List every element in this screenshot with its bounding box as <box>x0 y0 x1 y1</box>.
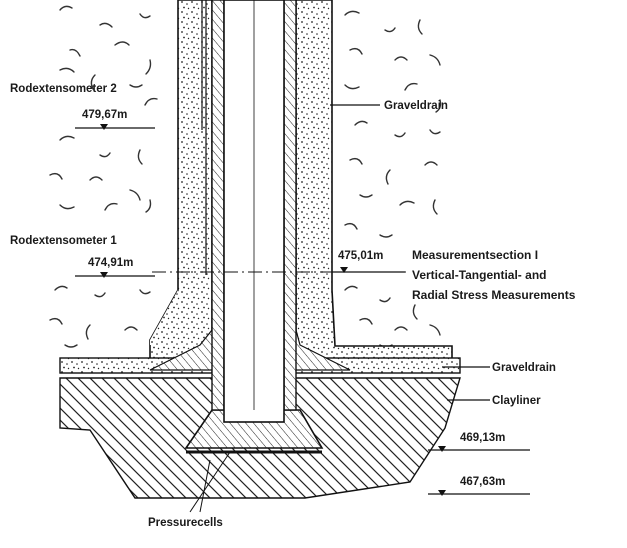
level1-marker <box>438 446 446 452</box>
rod1-elevation: 474,91m <box>88 257 133 269</box>
rod2-elevation: 479,67m <box>82 109 127 121</box>
shaft-wall-left <box>211 0 225 411</box>
rodextensometer-2-label: Rodextensometer 2 <box>10 83 117 95</box>
shaft-wall-right <box>283 0 297 411</box>
section-marker <box>340 267 348 273</box>
measurement-section-line3: Radial Stress Measurements <box>412 288 576 302</box>
rodextensometer-1-label: Rodextensometer 1 <box>10 235 117 247</box>
rock-texture <box>49 5 442 348</box>
rod1-marker <box>100 272 108 278</box>
level1-elevation: 469,13m <box>460 432 505 444</box>
measurement-section-line2: Vertical-Tangential- and <box>412 268 546 282</box>
gravel-wing-left <box>150 290 178 345</box>
measurement-section-line1: Measurementsection I <box>412 248 538 262</box>
clayliner-label: Clayliner <box>492 395 541 407</box>
pressurecells-leader-b <box>199 459 211 513</box>
graveldrain-lower-label: Graveldrain <box>492 362 556 374</box>
graveldrain-upper-label: Graveldrain <box>384 100 448 112</box>
level2-elevation: 467,63m <box>460 476 505 488</box>
gravel-drain-tube <box>149 0 453 361</box>
rod2-marker <box>100 124 108 130</box>
level2-marker <box>438 490 446 496</box>
pressurecells-leader-a <box>189 451 231 513</box>
section-elevation: 475,01m <box>338 250 383 262</box>
pressurecells-label: Pressurecells <box>148 517 223 529</box>
